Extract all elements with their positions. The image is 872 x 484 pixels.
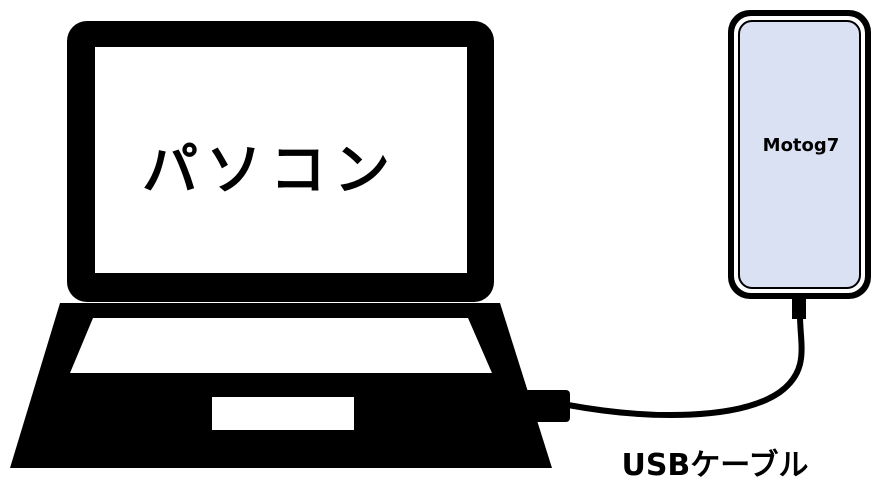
usb-cable <box>565 312 805 418</box>
laptop-screen-display <box>95 47 467 273</box>
laptop-screen-label: パソコン <box>142 137 398 203</box>
laptop-touchpad <box>212 397 354 430</box>
laptop-keyboard <box>70 318 492 373</box>
usb-plug-phone <box>792 295 806 319</box>
phone-label: Motog7 <box>762 134 840 156</box>
usb-plug-laptop <box>520 390 570 422</box>
cable-label: USBケーブル <box>621 448 809 483</box>
phone-screen <box>738 20 861 289</box>
